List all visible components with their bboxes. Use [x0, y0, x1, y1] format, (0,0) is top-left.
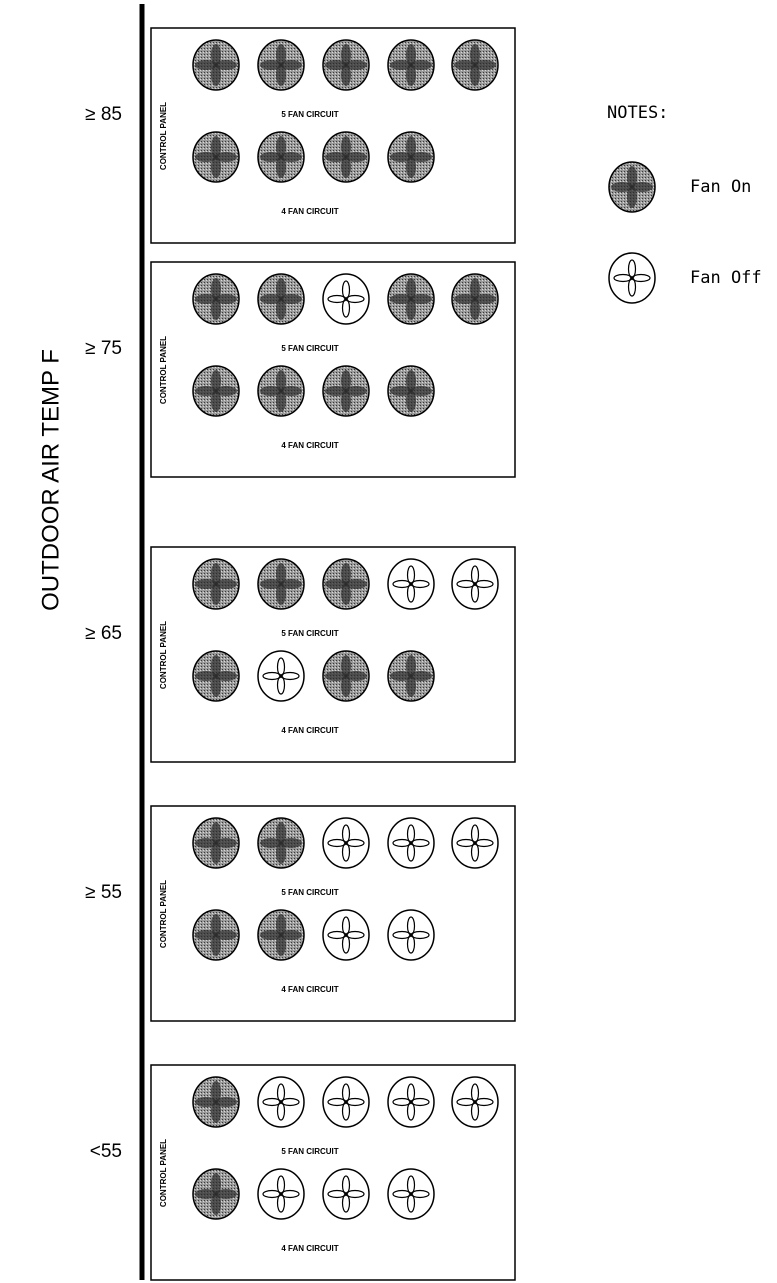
temperature-row: ≥ 65 CONTROL PANEL 5 FAN CIRCUIT 4 FAN CIRC… [85, 546, 516, 763]
fan-off-icon [451, 558, 499, 610]
temperature-label: ≥ 55 [85, 882, 122, 903]
fan-on-icon [387, 650, 435, 702]
control-panel-label: CONTROL PANEL [159, 880, 168, 948]
control-panel-label: CONTROL PANEL [159, 336, 168, 404]
fan-on-icon [192, 273, 240, 325]
fan-off-icon [257, 650, 305, 702]
fan-off-icon [608, 252, 656, 304]
fan-on-icon [192, 650, 240, 702]
temperature-rows: ≥ 85 CONTROL PANEL 5 FAN CIRCUIT 4 FAN CIRC… [85, 27, 516, 1281]
fan-off-icon [451, 817, 499, 869]
legend-fan-on-icon [608, 161, 656, 213]
fan-on-icon [192, 365, 240, 417]
legend-fan-off-icon [608, 252, 656, 304]
fan-on-icon [451, 39, 499, 91]
five-fan-circuit-label: 5 FAN CIRCUIT [281, 1147, 338, 1156]
four-fan-circuit-label: 4 FAN CIRCUIT [281, 1244, 338, 1253]
four-fan-circuit-label: 4 FAN CIRCUIT [281, 726, 338, 735]
fan-on-icon [192, 1076, 240, 1128]
temperature-row: ≥ 55 CONTROL PANEL 5 FAN CIRCUIT 4 FAN CIRC… [85, 805, 516, 1022]
fan-off-icon [387, 909, 435, 961]
fan-off-icon [451, 1076, 499, 1128]
temperature-row: ≥ 85 CONTROL PANEL 5 FAN CIRCUIT 4 FAN CIRC… [85, 27, 516, 244]
legend-fan-off-label: Fan Off [690, 268, 762, 288]
fan-on-icon [322, 650, 370, 702]
five-fan-circuit-label: 5 FAN CIRCUIT [281, 344, 338, 353]
four-fan-circuit-label: 4 FAN CIRCUIT [281, 207, 338, 216]
fan-on-icon [192, 131, 240, 183]
four-fan-circuit-label: 4 FAN CIRCUIT [281, 985, 338, 994]
fan-on-icon [192, 909, 240, 961]
fan-off-icon [387, 817, 435, 869]
fan-on-icon [257, 909, 305, 961]
fan-on-icon [322, 558, 370, 610]
fan-off-icon [322, 1076, 370, 1128]
fan-on-icon [387, 273, 435, 325]
fan-on-icon [387, 365, 435, 417]
fan-on-icon [257, 131, 305, 183]
fan-off-icon [387, 1168, 435, 1220]
fan-on-icon [257, 558, 305, 610]
fan-on-icon [257, 273, 305, 325]
fan-off-icon [322, 273, 370, 325]
fan-on-icon [257, 39, 305, 91]
control-panel-label: CONTROL PANEL [159, 621, 168, 689]
fan-on-icon [257, 817, 305, 869]
fan-on-icon [192, 1168, 240, 1220]
legend: NOTES: Fan On Fan Off [607, 103, 762, 304]
fan-on-icon [257, 365, 305, 417]
control-panel-label: CONTROL PANEL [159, 102, 168, 170]
fan-on-icon [192, 558, 240, 610]
fan-on-icon [387, 131, 435, 183]
fan-off-icon [322, 817, 370, 869]
fan-on-icon [451, 273, 499, 325]
axis-title: OUTDOOR AIR TEMP F [37, 349, 64, 611]
legend-heading: NOTES: [607, 103, 668, 123]
five-fan-circuit-label: 5 FAN CIRCUIT [281, 888, 338, 897]
fan-off-icon [257, 1076, 305, 1128]
fan-on-icon [192, 817, 240, 869]
temperature-row: <55 CONTROL PANEL 5 FAN CIRCUIT 4 FAN CIRCU… [90, 1064, 516, 1281]
fan-off-icon [322, 909, 370, 961]
fan-on-icon [387, 39, 435, 91]
temperature-label: <55 [90, 1141, 122, 1162]
fan-on-icon [192, 39, 240, 91]
fan-on-icon [322, 365, 370, 417]
five-fan-circuit-label: 5 FAN CIRCUIT [281, 629, 338, 638]
temperature-row: ≥ 75 CONTROL PANEL 5 FAN CIRCUIT 4 FAN CIRC… [85, 261, 516, 478]
five-fan-circuit-label: 5 FAN CIRCUIT [281, 110, 338, 119]
fan-on-icon [608, 161, 656, 213]
control-panel-label: CONTROL PANEL [159, 1139, 168, 1207]
fan-off-icon [387, 558, 435, 610]
temperature-label: ≥ 85 [85, 104, 122, 125]
fan-on-icon [322, 131, 370, 183]
temperature-label: ≥ 75 [85, 338, 122, 359]
fan-off-icon [257, 1168, 305, 1220]
temperature-label: ≥ 65 [85, 623, 122, 644]
fan-off-icon [322, 1168, 370, 1220]
fan-off-icon [387, 1076, 435, 1128]
four-fan-circuit-label: 4 FAN CIRCUIT [281, 441, 338, 450]
fan-on-icon [322, 39, 370, 91]
legend-fan-on-label: Fan On [690, 177, 751, 197]
